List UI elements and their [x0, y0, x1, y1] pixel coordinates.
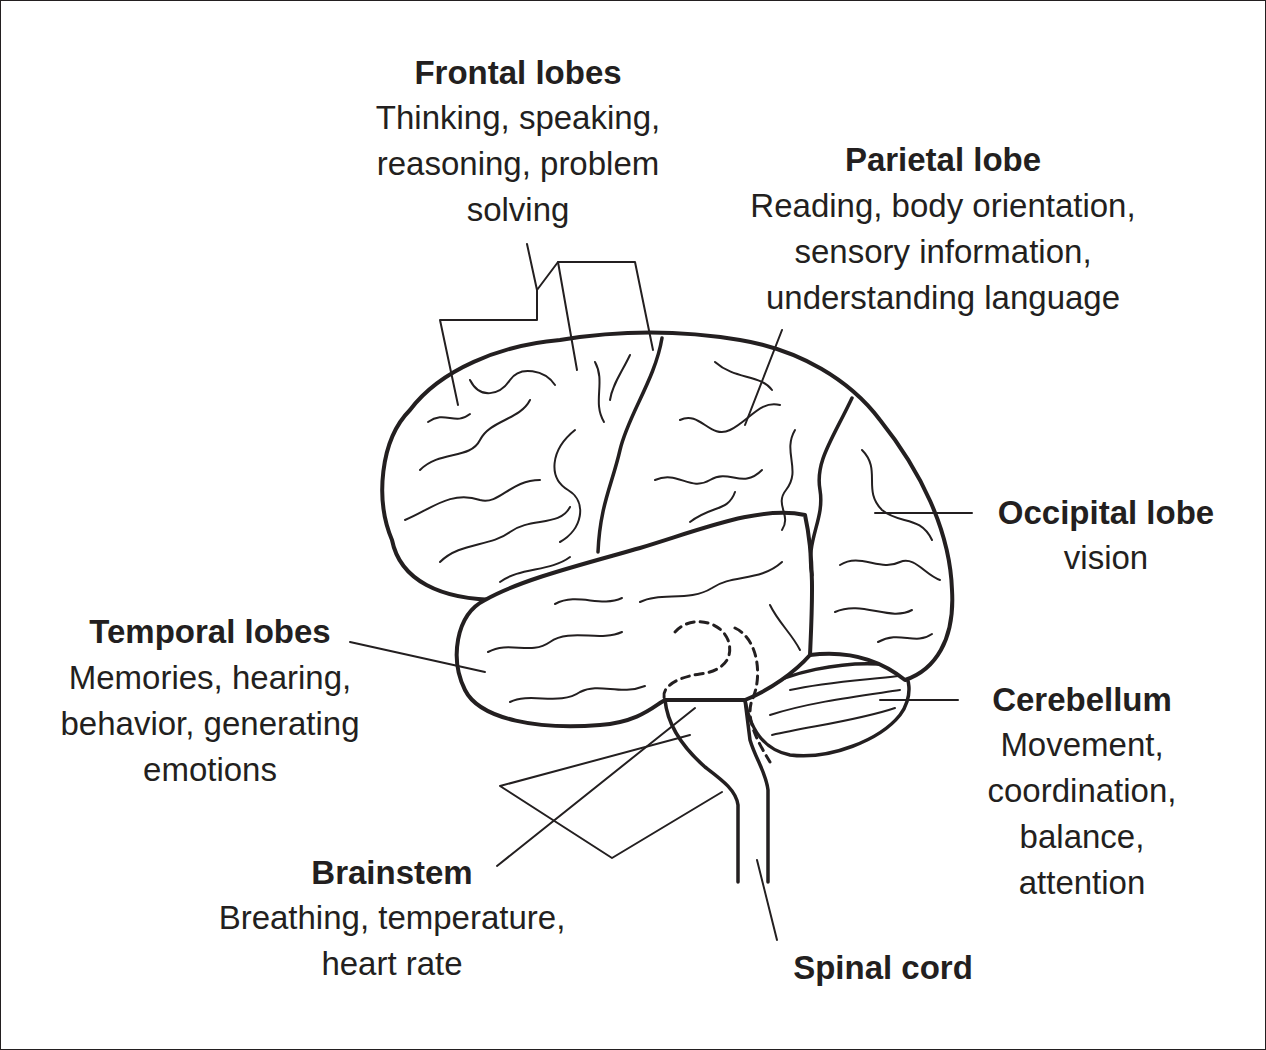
gyrus-line [862, 450, 932, 540]
function-text: Breathing, temperature, heart rate [202, 895, 582, 987]
gyrus-line [690, 492, 735, 522]
leader-line [350, 642, 485, 672]
parieto-occipital-sulcus [810, 398, 852, 575]
function-text: Thinking, speaking, reasoning, problem s… [353, 95, 683, 233]
central-sulcus [598, 338, 662, 552]
gyrus-line [610, 355, 630, 400]
leader-line [880, 699, 958, 701]
leader-bracket [527, 244, 653, 350]
gyrus-line [405, 480, 540, 520]
cerebellum-fold [770, 690, 900, 715]
leader-line [497, 708, 695, 866]
gyrus-line [470, 371, 555, 393]
gyrus-line [420, 400, 530, 470]
part-name: Parietal lobe [723, 137, 1163, 183]
leader-line [745, 330, 782, 425]
gyrus-line [428, 414, 470, 422]
function-text: Movement, coordination, balance, attenti… [967, 722, 1197, 906]
gyrus-line [782, 430, 795, 530]
temporal-lobe-outline [457, 513, 812, 727]
cerebellum-fold [772, 708, 895, 735]
brainstem-outline [745, 700, 768, 882]
brainstem-outline [665, 700, 738, 882]
gyrus-line [835, 608, 912, 613]
gyrus-line [488, 632, 622, 652]
part-name: Cerebellum [967, 677, 1197, 723]
gyrus-line [510, 686, 645, 702]
function-text: Memories, hearing, behavior, generating … [35, 655, 385, 793]
part-name: Frontal lobes [353, 50, 683, 96]
gyrus-line [770, 605, 800, 650]
gyrus-line [680, 404, 780, 432]
gyrus-line [500, 557, 570, 582]
gyrus-line [640, 562, 782, 602]
gyrus-line [655, 470, 762, 484]
gyrus-line [555, 598, 622, 604]
leader-line [757, 860, 777, 940]
part-name: Temporal lobes [35, 609, 385, 655]
part-name: Spinal cord [753, 945, 1013, 991]
gyrus-line [595, 362, 604, 422]
gyrus-line [878, 634, 932, 642]
gyrus-line [440, 507, 570, 562]
gyrus-line [840, 560, 940, 580]
inner-structure-outline [735, 628, 770, 762]
gyrus-line [554, 430, 580, 542]
part-name: Occipital lobe [981, 490, 1231, 536]
leader-line [875, 512, 972, 514]
function-text: vision [981, 535, 1231, 581]
function-text: Reading, body orientation, sensory infor… [723, 183, 1163, 321]
leader-bracket [558, 262, 577, 370]
inner-structure-outline [664, 622, 730, 700]
part-name: Brainstem [202, 850, 582, 896]
leader-bracket [500, 735, 722, 858]
leader-bracket [440, 290, 537, 405]
cerebellum-fold [790, 676, 898, 690]
